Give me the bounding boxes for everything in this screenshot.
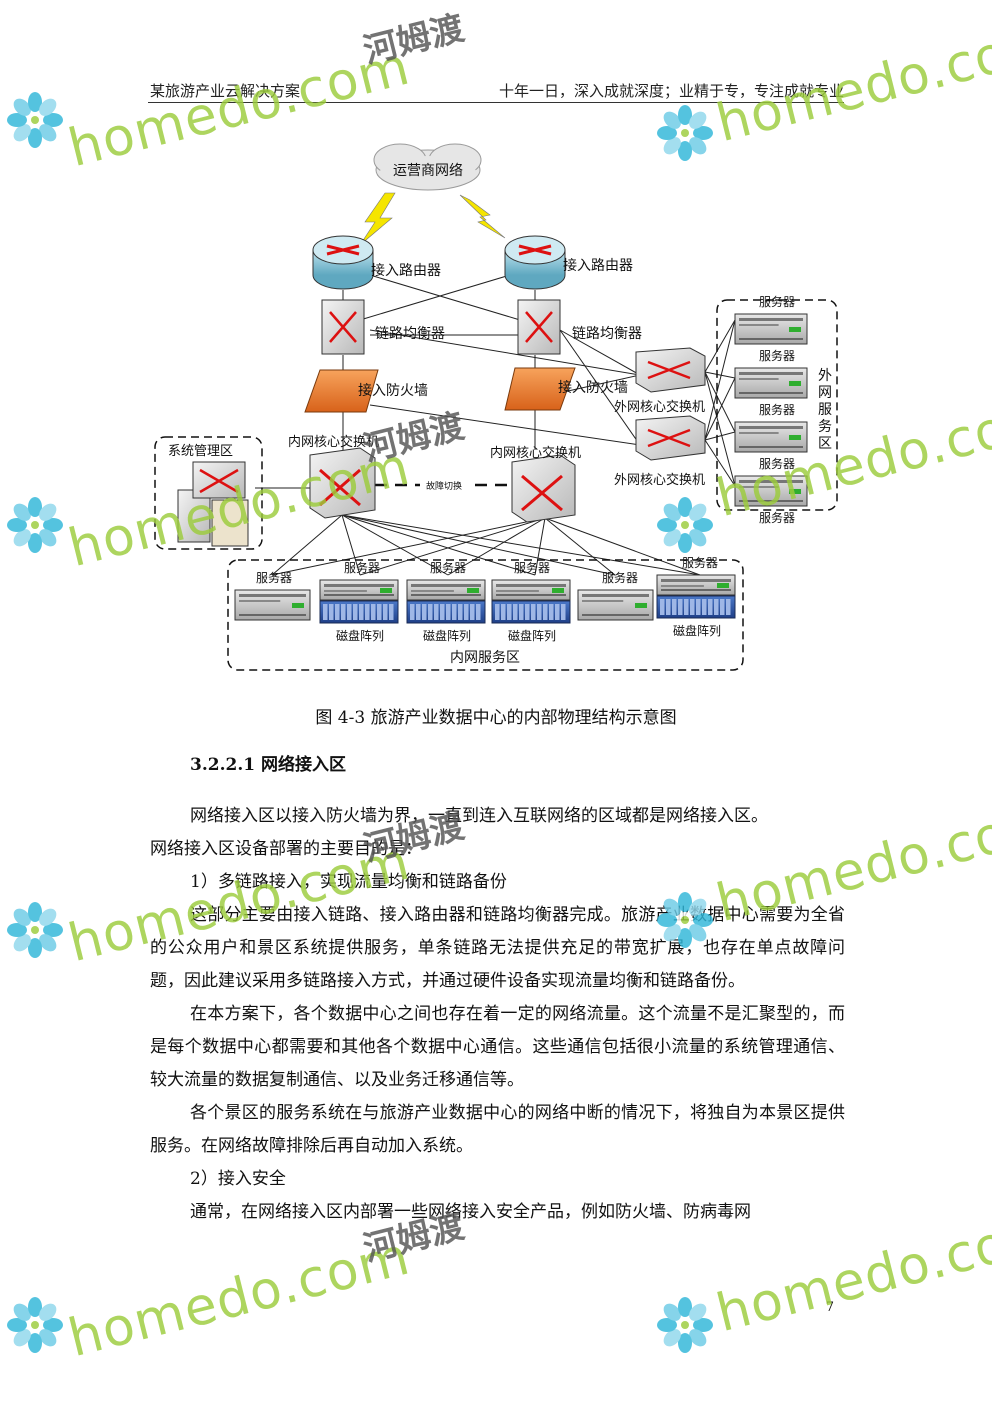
header-rule (148, 102, 844, 103)
section-heading: 3.2.2.1 网络接入区 (190, 755, 346, 775)
router-left-icon (312, 235, 374, 290)
internal-server-label: 服务器 (344, 560, 380, 575)
external-server-label: 服务器 (759, 402, 795, 417)
watermark (650, 1290, 720, 1364)
disk-array-icon (406, 600, 486, 624)
flower-logo-icon (7, 902, 63, 958)
load-balancer-right-label: 链路均衡器 (572, 326, 642, 342)
internal-server-icon (577, 589, 654, 621)
internal-server-label: 服务器 (430, 560, 466, 575)
cloud-label: 运营商网络 (393, 163, 463, 179)
figure-caption: 图 4-3 旅游产业数据中心的内部物理结构示意图 (315, 708, 677, 728)
core-switch-right-icon (511, 454, 576, 523)
external-zone-label: 外网服务区 (818, 368, 832, 452)
external-service-zone (716, 299, 838, 511)
network-diagram: 故障切换 运营商网络 接入路由器 接入路由器 链路均衡器 链路均衡器 接入防 (154, 143, 838, 671)
paragraph: 通常，在网络接入区内部署一些网络接入安全产品，例如防火墙、防病毒网 (190, 1202, 751, 1222)
router-left-label: 接入路由器 (371, 262, 441, 279)
disk-array-label: 磁盘阵列 (508, 628, 556, 643)
watermark-text: homedo.com (62, 1226, 416, 1370)
external-switch-bottom-icon (635, 415, 706, 461)
external-server-label: 服务器 (759, 456, 795, 471)
carrier-network-cloud: 运营商网络 (373, 143, 482, 191)
internal-zone-label: 内网服务区 (450, 650, 520, 666)
internal-server-icon (406, 579, 486, 601)
external-server-label: 服务器 (759, 348, 795, 363)
paragraph: 2）接入安全 (190, 1169, 286, 1189)
firewall-left-icon (304, 369, 379, 413)
external-switch-bottom-label: 外网核心交换机 (614, 472, 705, 488)
external-server-icon (734, 421, 808, 453)
load-balancer-left-icon (321, 299, 365, 355)
disk-array-label: 磁盘阵列 (423, 628, 471, 643)
lightning-left-icon (359, 192, 396, 246)
external-server-label: 服务器 (759, 510, 795, 525)
paragraph: 1）多链路接入，实现流量均衡和链路备份 (190, 872, 507, 892)
disk-array-icon (491, 600, 571, 624)
internal-server-icon (319, 579, 399, 601)
router-right-label: 接入路由器 (563, 257, 633, 274)
internal-server-label: 服务器 (514, 560, 550, 575)
paragraph: 这部分主要由接入链路、接入路由器和链路均衡器完成。旅游产业数据中心需要为全省的公… (150, 905, 845, 991)
disk-array-icon (656, 595, 736, 619)
external-switch-top-label: 外网核心交换机 (614, 399, 705, 415)
internal-service-zone (227, 559, 744, 671)
system-management-zone (154, 436, 263, 550)
management-servers-icon (177, 461, 249, 547)
external-server-icon (734, 313, 808, 345)
paragraph: 在本方案下，各个数据中心之间也存在着一定的网络流量。这个流量不是汇聚型的，而是每… (150, 1004, 845, 1090)
paragraph: 网络接入区设备部署的主要目的是： (150, 839, 422, 859)
core-switch-right-label: 内网核心交换机 (490, 445, 581, 461)
internal-server-label: 服务器 (682, 555, 718, 570)
internal-server-icon (491, 579, 571, 601)
internal-server-icon (656, 574, 736, 596)
disk-array-label: 磁盘阵列 (336, 628, 384, 643)
external-switch-top-icon (635, 347, 706, 393)
header-left-title: 某旅游产业云解决方案 (150, 82, 301, 100)
internal-server-label: 服务器 (256, 570, 292, 585)
watermark (0, 1290, 70, 1364)
internal-server-icon (234, 589, 311, 621)
paragraph: 各个景区的服务系统在与旅游产业数据中心的网络中断的情况下，将独自为本景区提供服务… (150, 1103, 845, 1156)
router-right-icon (504, 235, 566, 290)
core-switch-left-label: 内网核心交换机 (288, 434, 379, 450)
disk-array-icon (319, 600, 399, 624)
load-balancer-left-label: 链路均衡器 (375, 326, 445, 342)
firewall-right-label: 接入防火墙 (558, 379, 628, 396)
page-number: 7 (825, 1300, 834, 1315)
flower-logo-icon (657, 1297, 713, 1353)
lightning-right-icon (459, 194, 506, 239)
external-server-label: 服务器 (759, 294, 795, 309)
body-text: 网络接入区以接入防火墙为界，一直到连入互联网络的区域都是网络接入区。 网络接入区… (150, 800, 845, 1229)
internal-server-label: 服务器 (602, 570, 638, 585)
disk-array-label: 磁盘阵列 (673, 623, 721, 638)
firewall-right-icon (504, 367, 576, 411)
external-server-icon (734, 367, 808, 399)
failover-label: 故障切换 (426, 480, 462, 492)
load-balancer-right-icon (517, 299, 561, 355)
system-management-label: 系统管理区 (168, 444, 233, 459)
external-server-icon (734, 475, 808, 507)
core-switch-left-icon (309, 447, 376, 519)
flower-logo-icon (7, 1297, 63, 1353)
watermark (0, 895, 70, 969)
failover-label-bg (420, 478, 468, 492)
firewall-left-label: 接入防火墙 (358, 382, 428, 399)
paragraph: 网络接入区以接入防火墙为界，一直到连入互联网络的区域都是网络接入区。 (190, 806, 768, 826)
header-right-slogan: 十年一日，深入成就深度；业精于专，专注成就专业 (498, 82, 844, 100)
